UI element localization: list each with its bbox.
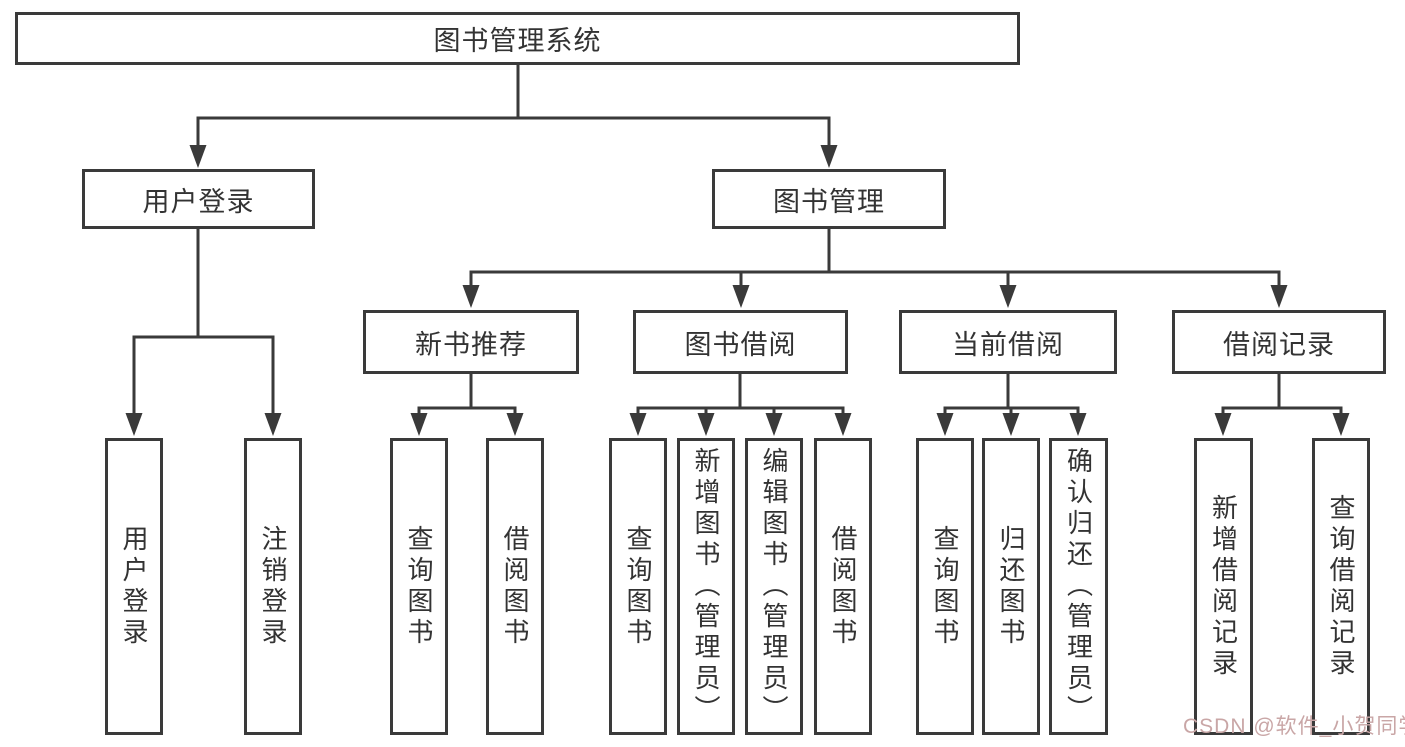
leaf-newbooks-borrow-books-label: 借阅图书: [500, 524, 530, 649]
arrowhead-icon: [1002, 413, 1020, 436]
connector-records-to-leaves: [1221, 374, 1343, 414]
arrowhead-icon: [629, 413, 647, 436]
arrowhead-icon: [264, 413, 282, 436]
leaf-borrowing-edit-books-admin: 编辑图书（管理员）: [745, 438, 803, 735]
arrowhead-icon: [999, 285, 1017, 308]
leaf-borrowing-edit-books-admin-label: 编辑图书（管理员）: [759, 447, 789, 726]
leaf-newbooks-query-books-label: 查询图书: [404, 524, 434, 649]
leaf-current-query-books: 查询图书: [916, 438, 974, 735]
leaf-borrowing-borrow-books-label: 借阅图书: [828, 524, 858, 649]
node-user-login: 用户登录: [82, 169, 315, 229]
arrowhead-icon: [834, 413, 852, 436]
connector-newbooks-to-leaves: [417, 374, 517, 414]
leaf-logout: 注销登录: [244, 438, 302, 735]
node-book-management: 图书管理: [712, 169, 946, 229]
arrowhead-icon: [1270, 285, 1288, 308]
node-book-borrowing: 图书借阅: [633, 310, 848, 374]
arrowhead-icon: [1214, 413, 1232, 436]
arrowhead-icon: [1069, 413, 1087, 436]
connector-userlogin-to-leaves: [132, 229, 275, 414]
leaf-borrowing-add-books-admin-label: 新增图书（管理员）: [691, 447, 721, 726]
leaf-user-login: 用户登录: [105, 438, 163, 735]
leaf-borrowing-add-books-admin: 新增图书（管理员）: [677, 438, 735, 735]
leaf-current-return-books-label: 归还图书: [996, 524, 1026, 649]
leaf-records-add-borrow-record-label: 新增借阅记录: [1208, 493, 1239, 680]
connector-root-to-level2: [196, 65, 831, 150]
connector-bookmgmt-to-level3: [469, 229, 1281, 286]
leaf-user-login-label: 用户登录: [119, 524, 149, 649]
leaf-newbooks-borrow-books: 借阅图书: [486, 438, 544, 735]
leaf-borrowing-query-books-label: 查询图书: [623, 524, 653, 649]
leaf-borrowing-borrow-books: 借阅图书: [814, 438, 872, 735]
leaf-logout-label: 注销登录: [258, 524, 288, 649]
connector-current-to-leaves: [943, 374, 1080, 414]
node-library-management-system: 图书管理系统: [15, 12, 1020, 65]
arrowhead-icon: [189, 145, 207, 168]
arrowhead-icon: [765, 413, 783, 436]
arrowhead-icon: [1332, 413, 1350, 436]
node-borrowing-records: 借阅记录: [1172, 310, 1386, 374]
arrowhead-icon: [410, 413, 428, 436]
leaf-current-query-books-label: 查询图书: [930, 524, 960, 649]
arrowhead-icon: [462, 285, 480, 308]
leaf-borrowing-query-books: 查询图书: [609, 438, 667, 735]
leaf-records-add-borrow-record: 新增借阅记录: [1194, 438, 1253, 735]
leaf-newbooks-query-books: 查询图书: [390, 438, 448, 735]
leaf-current-return-books: 归还图书: [982, 438, 1040, 735]
arrowhead-icon: [936, 413, 954, 436]
watermark: CSDN @软件_小贺同学: [1183, 715, 1405, 738]
node-new-book-recommendation: 新书推荐: [363, 310, 579, 374]
arrowhead-icon: [506, 413, 524, 436]
leaf-records-query-borrow-record: 查询借阅记录: [1312, 438, 1370, 735]
arrowhead-icon: [125, 413, 143, 436]
arrowhead-icon: [732, 285, 750, 308]
arrowhead-icon: [820, 145, 838, 168]
leaf-records-query-borrow-record-label: 查询借阅记录: [1326, 493, 1356, 680]
leaf-current-confirm-return-admin-label: 确认归还（管理员）: [1063, 447, 1094, 726]
connector-borrowing-to-leaves: [636, 374, 845, 414]
node-current-borrowing: 当前借阅: [899, 310, 1117, 374]
leaf-current-confirm-return-admin: 确认归还（管理员）: [1049, 438, 1108, 735]
arrowhead-icon: [697, 413, 715, 436]
